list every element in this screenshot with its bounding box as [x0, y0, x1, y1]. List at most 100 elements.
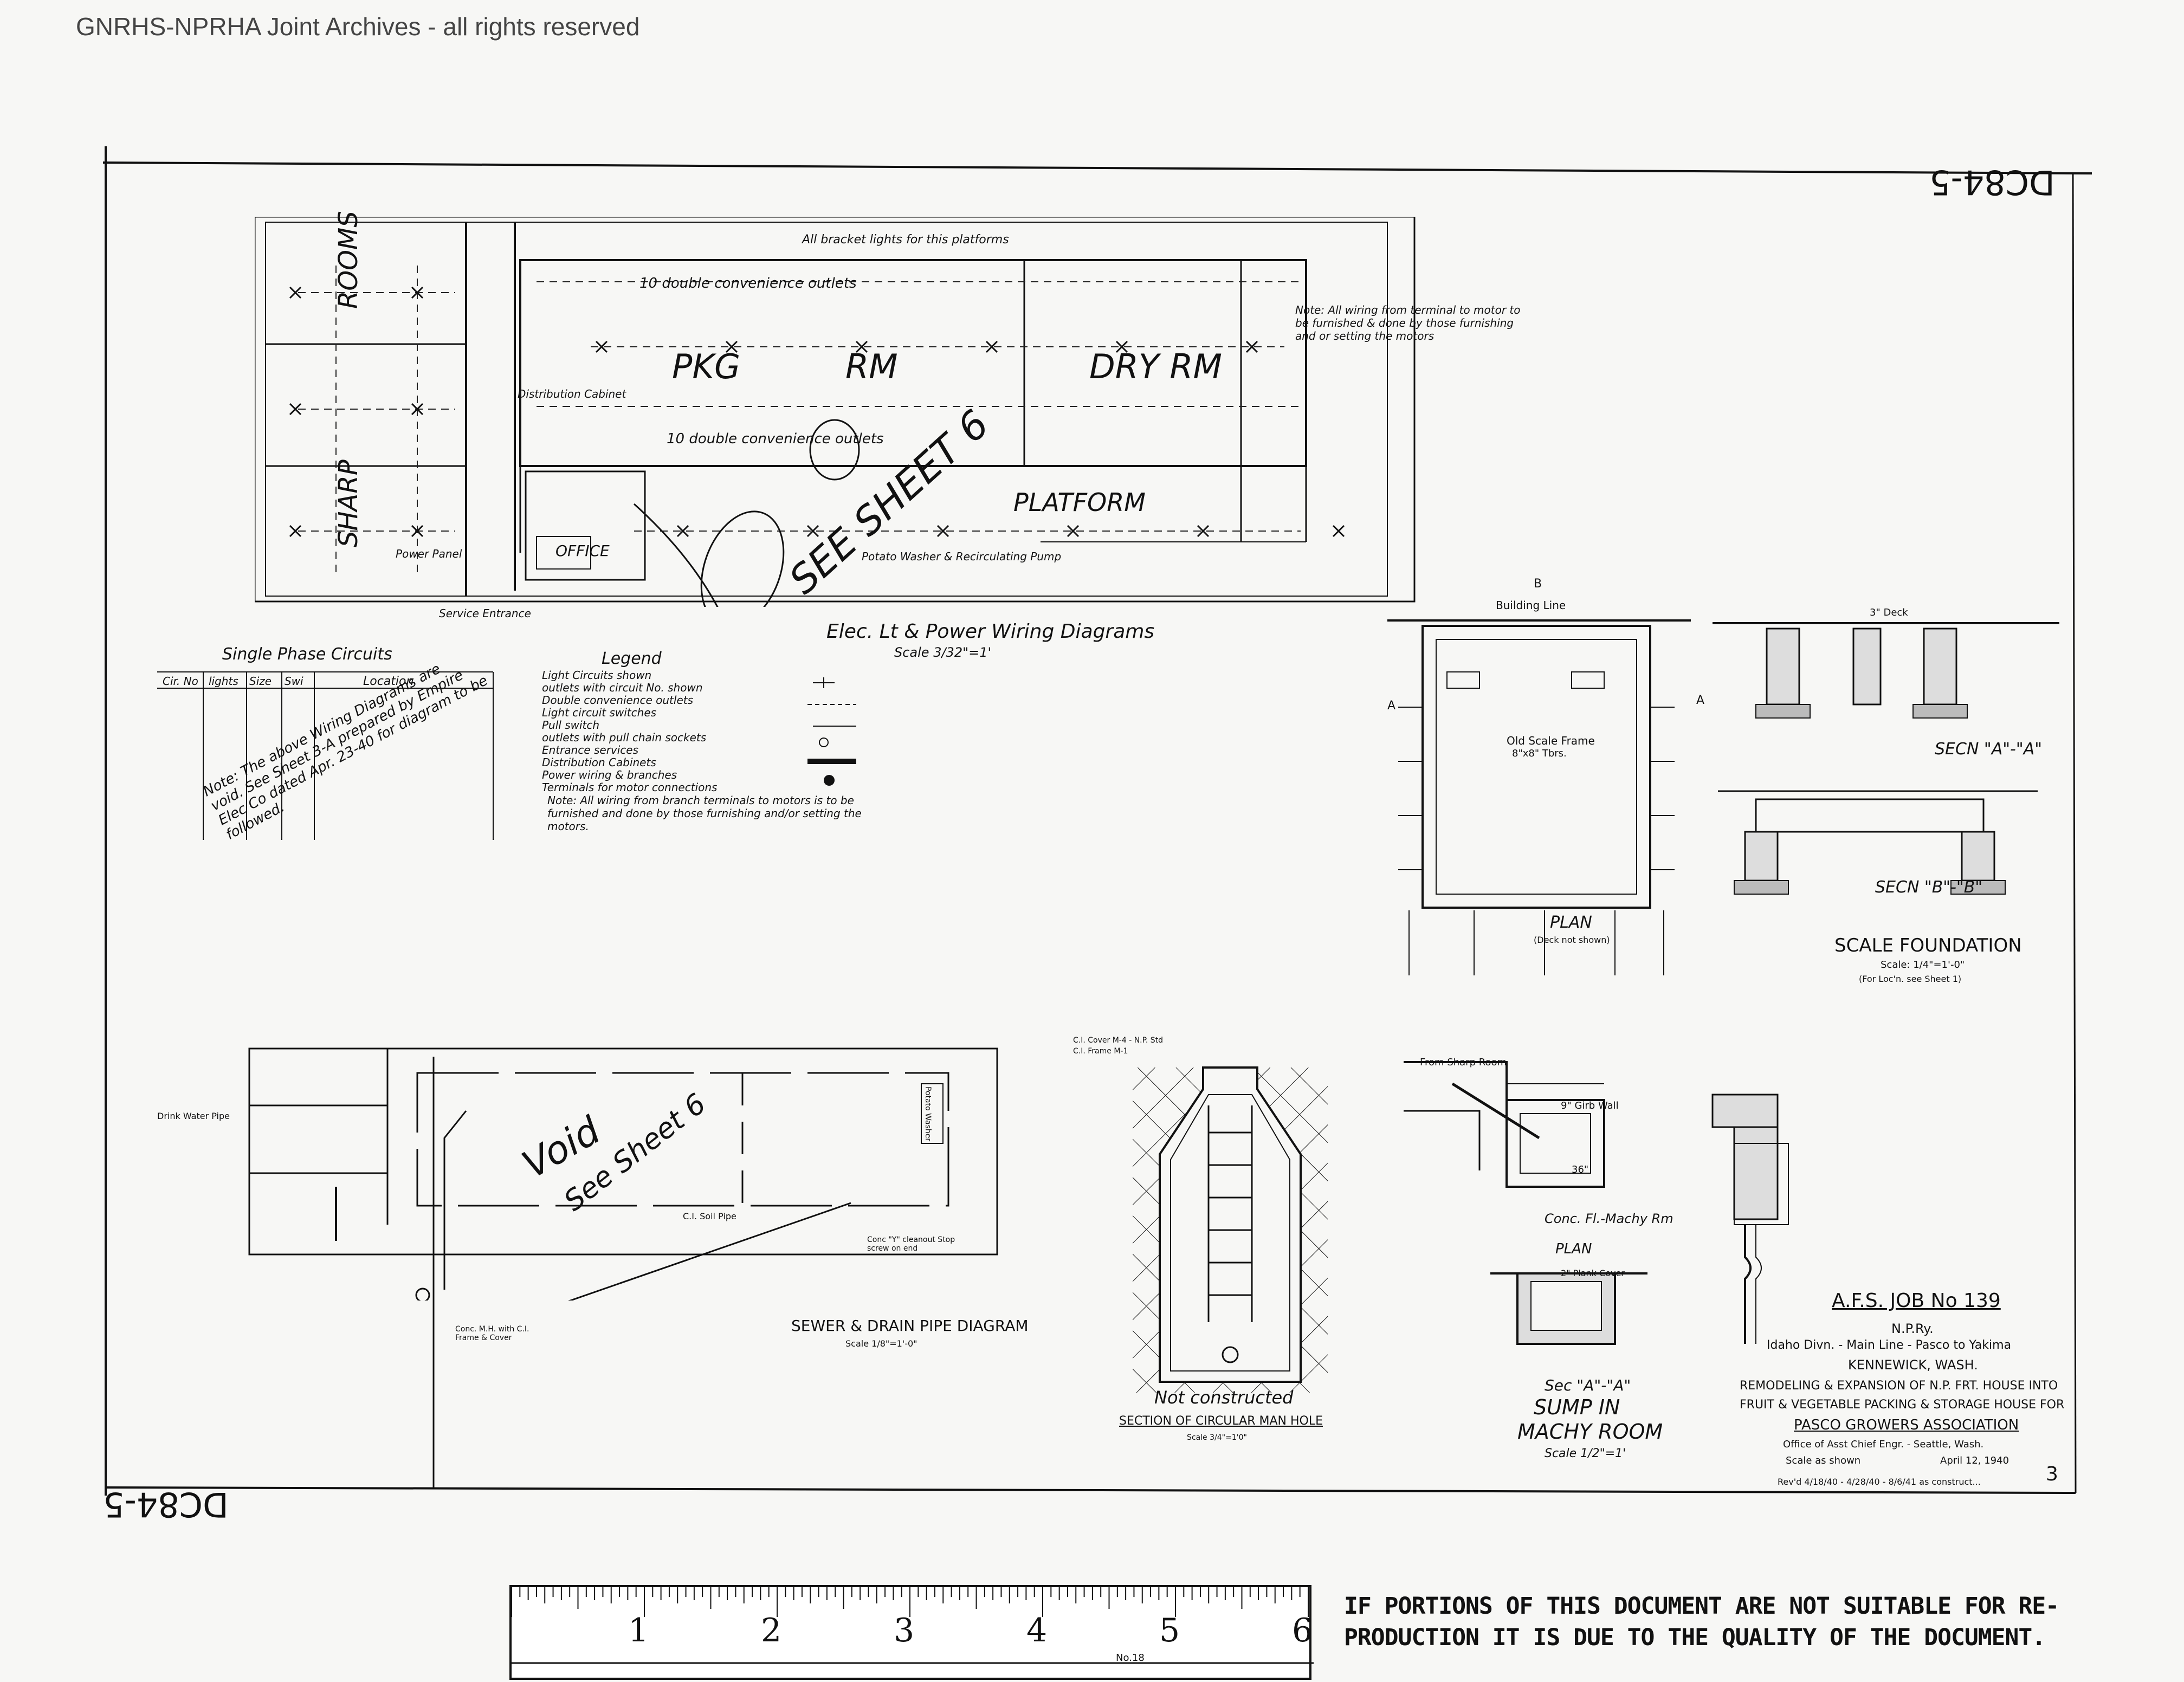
owner-line: PASCO GROWERS ASSOCIATION — [1794, 1417, 2019, 1433]
tee-note: Conc "Y" cleanout Stop screw on end — [867, 1235, 955, 1253]
office-line: Office of Asst Chief Engr. - Seattle, Wa… — [1783, 1439, 1984, 1450]
ruler-number: 6 — [1292, 1612, 1313, 1649]
legend-list: Light Circuits shown outlets with circui… — [542, 669, 717, 794]
deck-label: 3" Deck — [1870, 607, 1908, 618]
sump-scale: Scale 1/2"=1' — [1545, 1447, 1626, 1460]
manhole-scale: Scale 3/4"=1'0" — [1187, 1433, 1247, 1442]
manhole-section — [1133, 1066, 1328, 1393]
foundation-plan-note: (Deck not shown) — [1534, 935, 1610, 945]
circuits-header-swi: Swi — [285, 675, 303, 688]
location-line: KENNEWICK, WASH. — [1848, 1357, 1978, 1373]
building-line-label: Building Line — [1496, 599, 1566, 612]
room-label-platform: PLATFORM — [1013, 488, 1146, 517]
description-line-1: REMODELING & EXPANSION OF N.P. FRT. HOUS… — [1740, 1379, 2058, 1393]
revised-line: Rev'd 4/18/40 - 4/28/40 - 8/6/41 as cons… — [1778, 1477, 1981, 1487]
sheet-number: 3 — [2046, 1463, 2058, 1485]
sewer-potato-washer-label: Potato Washer — [923, 1086, 932, 1142]
quality-notice-line-1: IF PORTIONS OF THIS DOCUMENT ARE NOT SUI… — [1344, 1593, 2059, 1620]
sump-drawings — [1404, 1061, 1789, 1345]
sump-dim-label: 36" — [1572, 1164, 1589, 1175]
manhole-cover-label: C.I. Cover M-4 - N.P. Std — [1073, 1036, 1164, 1045]
ruler-label: No.18 — [1116, 1652, 1145, 1664]
wiring-plan — [255, 217, 1416, 607]
legend-item: Terminals for motor connections — [542, 781, 718, 794]
quality-notice: IF PORTIONS OF THIS DOCUMENT ARE NOT SUI… — [1344, 1590, 2103, 1653]
sewer-scale: Scale 1/8"=1'-0" — [845, 1338, 917, 1349]
sump-sec-label: Sec "A"-"A" — [1545, 1376, 1631, 1394]
division-line: Idaho Divn. - Main Line - Pasco to Yakim… — [1767, 1338, 2012, 1352]
ruler-ticks — [512, 1587, 1314, 1664]
marker-b-top: B — [1534, 577, 1542, 591]
circuits-header-cir: Cir. No — [163, 675, 198, 688]
room-label-rm: RM — [845, 347, 898, 386]
legend-item: Power wiring & branches — [542, 768, 677, 781]
cleanout-note: Conc. M.H. with C.I. Frame & Cover — [455, 1325, 529, 1342]
outlets-row-2: 10 double convenience outlets — [667, 431, 884, 447]
railway-name: N.P.Ry. — [1891, 1321, 1934, 1336]
soil-pipe-label: C.I. Soil Pipe — [683, 1211, 736, 1221]
circuits-table-title: Single Phase Circuits — [222, 645, 392, 664]
not-constructed-label: Not constructed — [1154, 1387, 1294, 1408]
marker-a-right: A — [1696, 694, 1705, 707]
wiring-title: Elec. Lt & Power Wiring Diagrams — [826, 620, 1155, 643]
scale-foundation-note: (For Loc'n. see Sheet 1) — [1859, 974, 1962, 984]
service-entrance-label: Service Entrance — [439, 607, 531, 620]
scale-foundation-scale: Scale: 1/4"=1'-0" — [1881, 959, 1965, 971]
sump-title-2: MACHY ROOM — [1517, 1420, 1663, 1444]
old-scale-frame-size: 8"x8" Tbrs. — [1512, 748, 1567, 759]
quality-notice-line-2: PRODUCTION IT IS DUE TO THE QUALITY OF T… — [1344, 1624, 2046, 1651]
circuits-header-lights: lights — [209, 675, 238, 688]
marker-a-left: A — [1387, 699, 1396, 713]
old-scale-frame-label: Old Scale Frame — [1507, 734, 1595, 747]
sewer-plan — [248, 1047, 998, 1301]
sump-title-1: SUMP IN — [1534, 1395, 1620, 1419]
girb-wall-label: 9" Girb Wall — [1561, 1100, 1619, 1111]
room-label-sharp: SHARP — [333, 460, 364, 547]
plank-cover-label: 2" Plank Cover — [1561, 1268, 1625, 1278]
circuits-header-size: Size — [249, 675, 272, 688]
legend-symbols — [807, 677, 856, 786]
manhole-frame-label: C.I. Frame M-1 — [1073, 1047, 1128, 1056]
ruler-number: 5 — [1159, 1612, 1180, 1649]
scale-line: Scale as shown — [1786, 1455, 1861, 1466]
outlets-row-1: 10 double convenience outlets — [639, 275, 857, 292]
scale-foundation-title: SCALE FOUNDATION — [1834, 935, 2022, 956]
ruler: 1 2 3 4 5 6 No.18 — [509, 1585, 1314, 1680]
foundation-plan-label: PLAN — [1550, 913, 1592, 932]
sec-a-label: SECN "A"-"A" — [1935, 740, 2042, 759]
date-line: April 12, 1940 — [1940, 1455, 2009, 1466]
legend-note: Note: All wiring from branch terminals t… — [547, 794, 862, 833]
scale-foundation-plan — [1387, 619, 1691, 975]
sec-b-label: SECN "B"-"B" — [1875, 878, 1983, 897]
legend-title: Legend — [602, 649, 662, 668]
room-label-dry-rm: DRY RM — [1089, 347, 1222, 386]
archive-watermark: GNRHS-NPRHA Joint Archives - all rights … — [76, 12, 640, 41]
circuits-header-location: Location — [363, 675, 414, 688]
job-number: A.F.S. JOB No 139 — [1832, 1290, 2001, 1312]
legend-item: Light Circuits shown — [542, 669, 652, 682]
power-panel-label: Power Panel — [396, 547, 462, 560]
ruler-number: 2 — [761, 1612, 782, 1649]
wiring-scale: Scale 3/32"=1' — [894, 645, 992, 660]
legend-item: outlets with circuit No. shown — [542, 681, 703, 694]
title-block: A.F.S. JOB No 139 N.P.Ry. Idaho Divn. - … — [1734, 1284, 2070, 1496]
drink-water-pipe-label: Drink Water Pipe — [157, 1111, 230, 1121]
description-line-2: FRUIT & VEGETABLE PACKING & STORAGE HOUS… — [1740, 1398, 2065, 1412]
room-label-rooms: ROOMS — [333, 211, 364, 309]
room-label-pkg: PKG — [672, 347, 741, 386]
sump-plan-label: PLAN — [1555, 1241, 1592, 1257]
sump-from-label: From Sharp Room — [1420, 1057, 1507, 1068]
room-label-office: OFFICE — [555, 542, 610, 560]
legend-item: Distribution Cabinets — [542, 756, 656, 769]
distribution-cabinet-label: Distribution Cabinet — [518, 387, 626, 400]
potato-washer-label: Potato Washer & Recirculating Pump — [862, 550, 1062, 563]
sump-conc-label: Conc. Fl.-Machy Rm — [1545, 1211, 1673, 1226]
legend-item: Double convenience outlets — [542, 694, 694, 707]
motor-note: Note: All wiring from terminal to motor … — [1295, 303, 1521, 342]
sewer-title: SEWER & DRAIN PIPE DIAGRAM — [791, 1317, 1029, 1335]
legend-item: outlets with pull chain sockets — [542, 731, 707, 744]
manhole-title: SECTION OF CIRCULAR MAN HOLE — [1119, 1414, 1323, 1428]
legend-item: Entrance services — [542, 743, 639, 756]
circuits-table — [157, 671, 494, 840]
legend-item: Pull switch — [542, 719, 600, 732]
